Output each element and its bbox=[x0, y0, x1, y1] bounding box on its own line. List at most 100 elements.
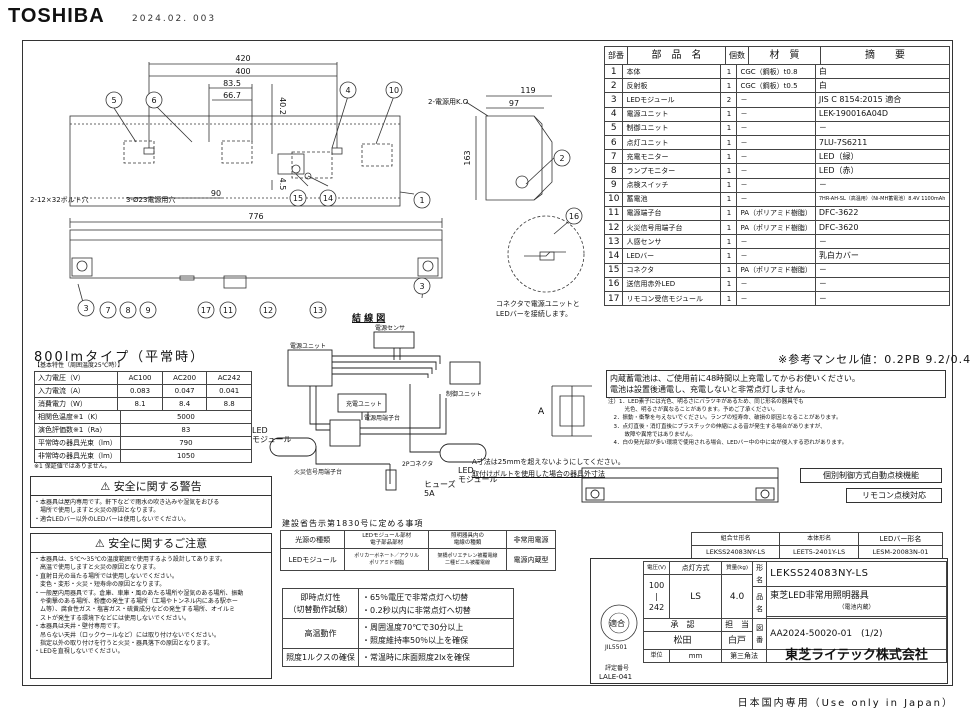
tb-approver: 松田 bbox=[642, 631, 723, 650]
part-qty: 1 bbox=[720, 163, 738, 179]
part-number: 7 bbox=[603, 149, 624, 165]
wiring-diagram: 電源センサ 電源ユニット 充電ユニット 制御ユニット 電源用端子台 火災信号用端… bbox=[269, 324, 487, 491]
perf-name: 照度1ルクスの確保 bbox=[282, 648, 359, 667]
model-head: LEDバー形名 bbox=[858, 532, 943, 546]
battery-warning: 内蔵蓄電池は、ご使用前に48時間以上充電してからお使いください。 電池は設置後通… bbox=[606, 370, 946, 398]
feature-tag-remote: リモコン点検対応 bbox=[846, 488, 942, 503]
parts-head: 部番 bbox=[604, 46, 628, 65]
spec-head-voltage: 入力電圧（V） bbox=[33, 371, 119, 385]
caution-title-row: ⚠ 安全に関するご注意 bbox=[31, 534, 271, 553]
spec-head-ac242: AC242 bbox=[206, 371, 252, 385]
dim-119: 119 bbox=[520, 86, 535, 95]
part-qty: 1 bbox=[720, 205, 738, 222]
part-qty: 1 bbox=[720, 191, 738, 207]
part-qty: 1 bbox=[720, 149, 738, 165]
remarks: 注）1．LED素子には光色、明るさにバラツキがあるため、同じ形名の器具でも 光色… bbox=[608, 398, 847, 447]
remark-line: 故障や異常ではありません。 bbox=[608, 431, 696, 438]
part-number: 9 bbox=[603, 177, 624, 193]
part-remark: LED（緑） bbox=[814, 149, 951, 165]
part-name: コネクタ bbox=[622, 262, 722, 278]
remark-line: 注）1．LED素子には光色、明るさにバラツキがあるため、同じ形名の器具でも bbox=[608, 399, 804, 405]
caution-box: ⚠ 安全に関するご注意 ・本器具は、5℃～35℃の温度範囲で使用するよう設計して… bbox=[30, 533, 272, 679]
callout-1: 1 bbox=[419, 196, 424, 205]
dim-90: 90 bbox=[211, 189, 221, 198]
drawing-frame bbox=[22, 40, 953, 686]
part-material: PA（ポリアミド樹脂） bbox=[736, 205, 816, 222]
tb-model: LEKSS24083NY-LS bbox=[766, 561, 947, 587]
perf-items: ・周囲温度70℃で30分以上 ・照度維持率50％以上を確保 bbox=[358, 618, 514, 649]
warning-line: ・適合LEDバー以外のLEDバーは使用しないでください。 bbox=[34, 515, 190, 523]
part-number: 4 bbox=[603, 106, 624, 122]
wiring-fire-terminal-label: 火災信号用端子台 bbox=[294, 468, 342, 476]
part-remark: LED（赤） bbox=[814, 163, 951, 179]
title-block: 適合 JIL5501 評定番号 LALE-041 電圧(V) 点灯方式 質量(k… bbox=[590, 558, 948, 684]
rating-no: LALE-041 bbox=[599, 673, 633, 681]
callout-6: 6 bbox=[151, 96, 156, 105]
part-qty: 1 bbox=[720, 248, 738, 264]
part-number: 12 bbox=[603, 220, 624, 236]
callout-9: 9 bbox=[145, 306, 150, 315]
part-number: 16 bbox=[603, 276, 624, 293]
parts-head: 摘 要 bbox=[820, 46, 950, 65]
tb-approve-head: 承 認 bbox=[642, 618, 723, 632]
law-cell: ポリカーボネート／アクリル ポリアミド樹脂 bbox=[344, 548, 429, 571]
part-remark: － bbox=[814, 276, 951, 293]
part-qty: 1 bbox=[720, 262, 738, 278]
battery-warning-line: 内蔵蓄電池は、ご使用前に48時間以上充電してからお使いください。 bbox=[610, 374, 860, 383]
callout-16: 17 bbox=[201, 306, 211, 315]
caution-line: や衝撃のある場所、粉塵の発生する場所（工場やトンネル内にある駅ホー bbox=[34, 597, 238, 605]
led-bar-drawing bbox=[581, 467, 779, 503]
spec-head-ac200: AC200 bbox=[161, 371, 208, 385]
part-number: 11 bbox=[603, 205, 624, 222]
dim-776: 776 bbox=[248, 212, 263, 221]
wiring-control-label: 制御ユニット bbox=[446, 390, 482, 398]
part-remark: － bbox=[814, 290, 951, 307]
power-hole-label: 3-Ø23電源用穴 bbox=[126, 195, 175, 204]
part-name: 充電モニター bbox=[622, 149, 722, 165]
tb-angle: 第三角法 bbox=[721, 649, 768, 663]
callout-8: 8 bbox=[125, 306, 130, 315]
part-material: － bbox=[736, 134, 816, 151]
part-material: － bbox=[736, 106, 816, 122]
tb-method: LS bbox=[669, 574, 723, 619]
performance-table: 即時点灯性 （切替動作試験） ・65％電圧で非常点灯へ切替 ・0.2秒以内に非常… bbox=[282, 588, 514, 667]
a-label: A bbox=[538, 407, 545, 417]
dim-4-5: 4.5 bbox=[278, 178, 287, 191]
caution-icon: ⚠ bbox=[94, 537, 105, 550]
part-material: － bbox=[736, 163, 816, 179]
spec-cell: 8.4 bbox=[161, 397, 208, 411]
caution-line: 変色・変形・火災・短寿命の原因となります。 bbox=[34, 581, 166, 589]
top-view-drawing: 420 400 83.5 66.7 40.2 4.5 90 119 97 163… bbox=[30, 54, 585, 319]
perf-name: 高温動作 bbox=[282, 618, 359, 649]
spec-table-2: 相関色温度※1（K）5000 演色評価数※1（Ra）83 平常時の器具光束（lm… bbox=[34, 410, 253, 463]
tb-voltage-min: 100 bbox=[648, 581, 665, 590]
part-name: 送信用赤外LED bbox=[622, 276, 722, 293]
part-remark: 7LU-7S6211 bbox=[814, 134, 951, 151]
part-remark: － bbox=[814, 120, 951, 136]
connector-note-1: コネクタで電源ユニットと bbox=[496, 299, 580, 308]
parts-head: 部 品 名 bbox=[627, 46, 726, 65]
part-material: － bbox=[736, 191, 816, 207]
part-material: － bbox=[736, 290, 816, 307]
callout-10: 10 bbox=[389, 86, 399, 95]
part-qty: 1 bbox=[720, 106, 738, 122]
munsell-note: ※参考マンセル値：0.2PB 9.2/0.4 bbox=[778, 353, 972, 366]
dim-400: 400 bbox=[235, 67, 250, 76]
wiring-title: 結 線 図 bbox=[352, 314, 386, 324]
part-name: 点灯ユニット bbox=[622, 134, 722, 151]
caution-line: ・直射日光の当たる場所では使用しないでください。 bbox=[34, 572, 178, 580]
part-remark: － bbox=[814, 262, 951, 278]
spec2-value: 5000 bbox=[119, 410, 253, 424]
dim-163: 163 bbox=[463, 150, 472, 165]
spec-row-power: 消費電力（W） bbox=[33, 397, 119, 411]
law-cell: 架橋ポリエチレン被覆電線 二種ビニル被覆電線 bbox=[427, 548, 508, 571]
dim-66-7: 66.7 bbox=[223, 91, 241, 100]
part-name: LEDモジュール bbox=[622, 92, 722, 108]
callout-14: 13 bbox=[313, 306, 323, 315]
